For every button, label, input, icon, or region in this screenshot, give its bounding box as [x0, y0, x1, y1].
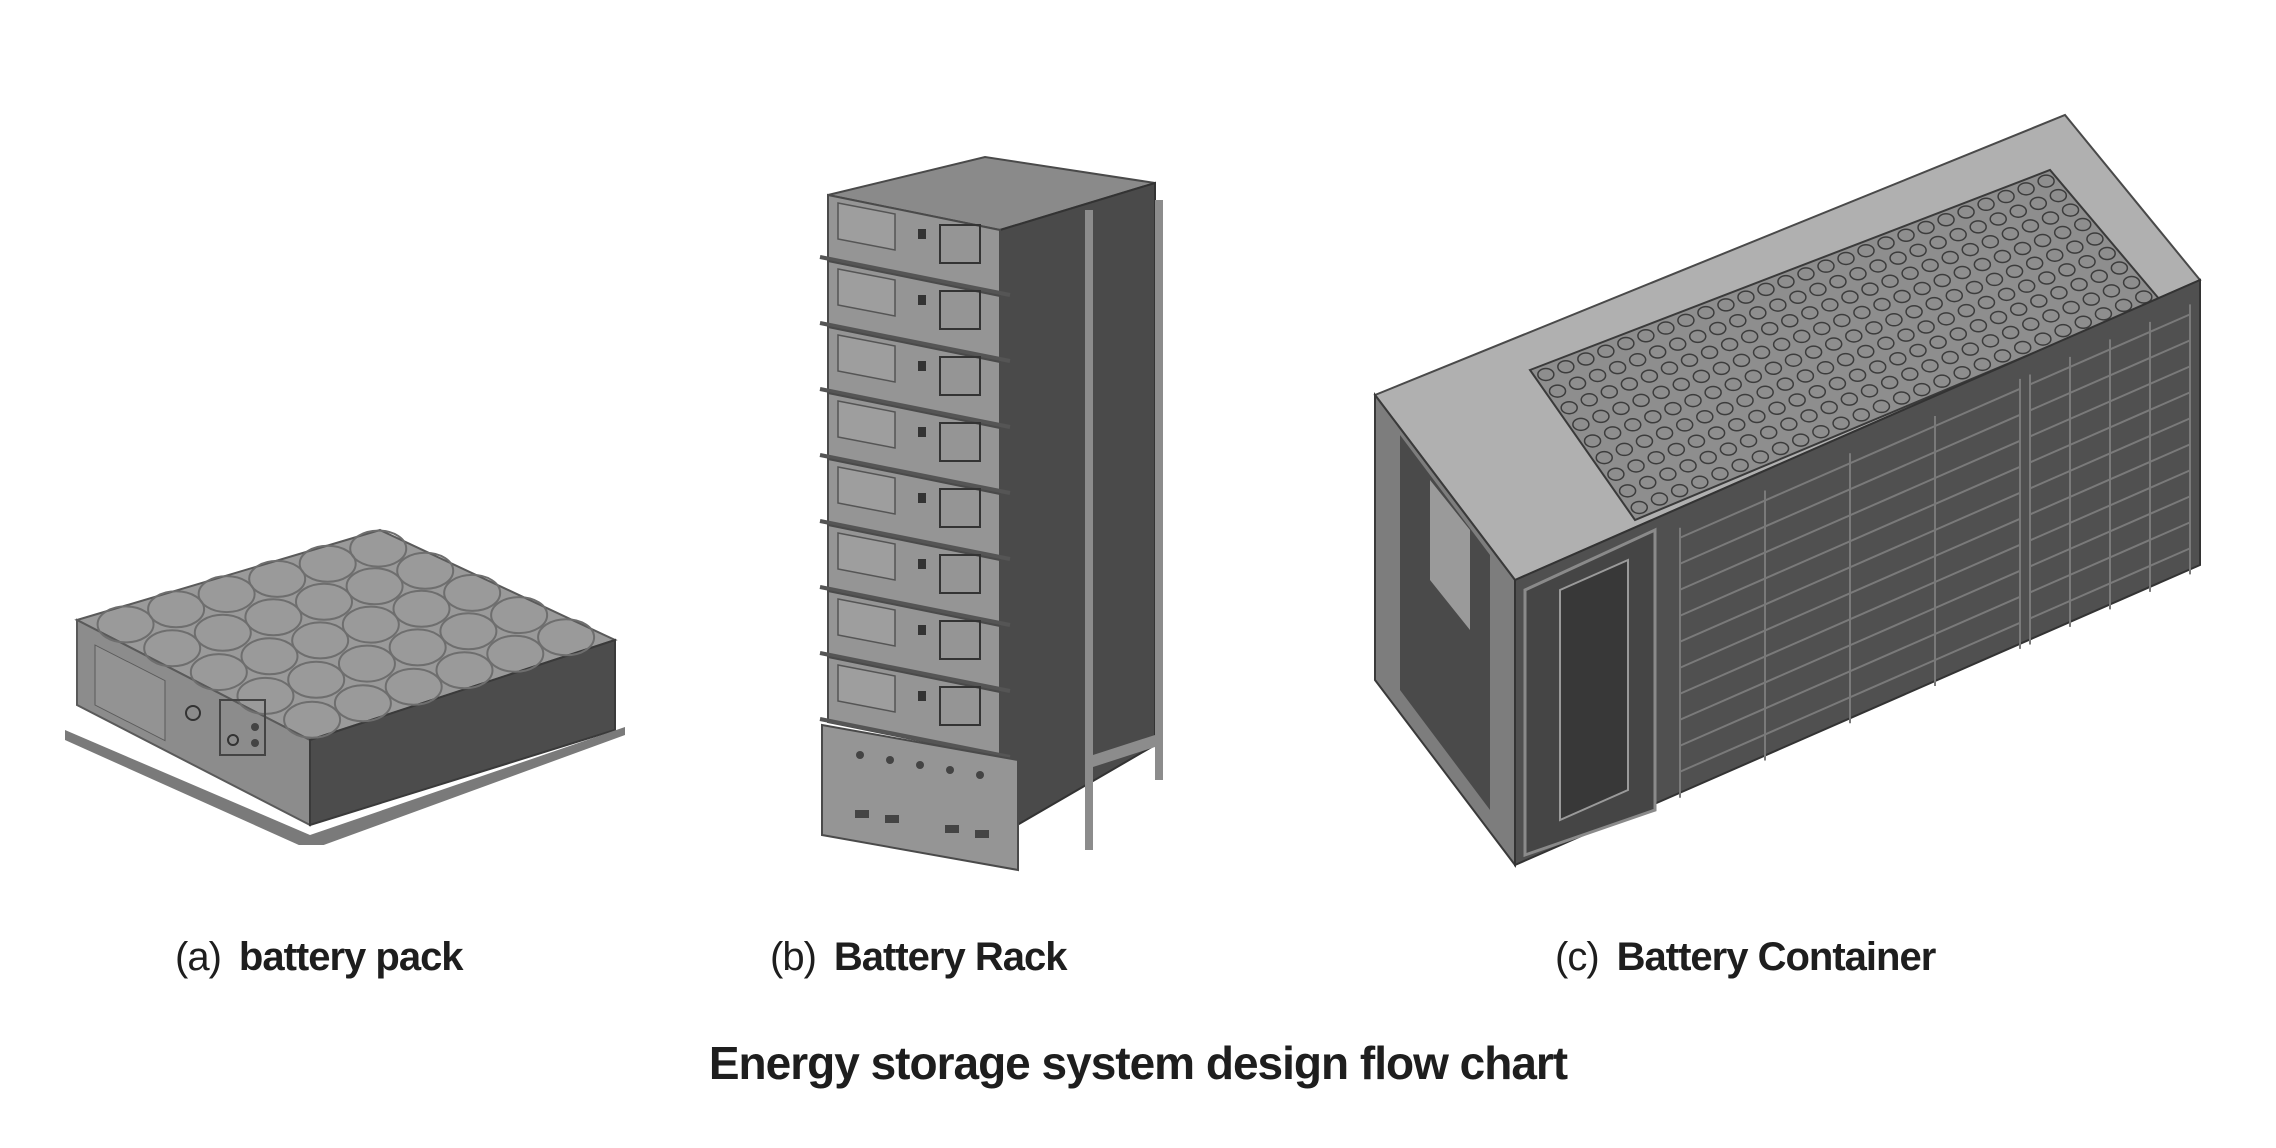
module-display: [837, 532, 896, 581]
battery-cell: [248, 559, 307, 598]
battery-cell: [341, 605, 400, 644]
rack-module: [819, 457, 1011, 561]
caption-tag: (a): [175, 935, 222, 979]
module-ports: [939, 620, 981, 660]
module-display: [837, 598, 896, 647]
battery-cell: [147, 590, 206, 629]
battery-cell: [240, 637, 299, 676]
battery-container-illustration: [1360, 110, 2220, 880]
battery-cell: [193, 613, 252, 652]
module-display: [837, 664, 896, 713]
battery-cell: [443, 573, 502, 612]
rack-module: [819, 193, 1011, 297]
battery-cell: [349, 529, 408, 568]
module-ports: [939, 422, 981, 462]
battery-cell: [490, 596, 549, 635]
battery-cell: [96, 605, 155, 644]
battery-cell: [244, 598, 303, 637]
battery-cell: [388, 628, 447, 667]
caption-label: Battery Rack: [833, 935, 1068, 979]
battery-cell: [439, 612, 498, 651]
module-ports: [939, 488, 981, 528]
battery-cell: [333, 684, 392, 723]
caption-battery-pack: (a) battery pack: [175, 935, 464, 980]
battery-cell: [287, 660, 346, 699]
battery-cell: [197, 575, 256, 614]
battery-pack-illustration: [55, 525, 625, 845]
module-switch: [918, 229, 926, 239]
battery-rack-illustration: [800, 155, 1180, 885]
module-display: [837, 334, 896, 383]
battery-cell: [337, 644, 396, 683]
battery-cell: [291, 621, 350, 660]
module-ports: [939, 554, 981, 594]
caption-label: battery pack: [238, 935, 464, 979]
caption-battery-container: (c) Battery Container: [1555, 935, 1937, 980]
battery-cell: [143, 629, 202, 668]
caption-tag: (b): [770, 935, 817, 979]
rack-module: [819, 589, 1011, 693]
module-switch: [918, 295, 926, 305]
battery-cell: [189, 653, 248, 692]
module-display: [837, 466, 896, 515]
module-ports: [939, 290, 981, 330]
module-switch: [918, 493, 926, 503]
module-switch: [918, 625, 926, 635]
battery-cell: [384, 667, 443, 706]
battery-cell: [486, 634, 545, 673]
module-switch: [918, 361, 926, 371]
module-display: [837, 400, 896, 449]
module-switch: [918, 559, 926, 569]
module-display: [837, 268, 896, 317]
module-ports: [939, 686, 981, 726]
caption-label: Battery Container: [1616, 935, 1937, 979]
figure-title: Energy storage system design flow chart: [708, 1037, 1568, 1089]
battery-cell: [392, 589, 451, 628]
battery-cell: [537, 618, 596, 657]
battery-cell: [396, 551, 455, 590]
battery-cell: [345, 567, 404, 606]
module-switch: [918, 691, 926, 701]
rack-module: [819, 391, 1011, 495]
rack-module: [819, 523, 1011, 627]
module-switch: [918, 427, 926, 437]
module-ports: [939, 356, 981, 396]
rack-module: [819, 325, 1011, 429]
caption-tag: (c): [1555, 935, 1600, 979]
module-ports: [939, 224, 981, 264]
battery-cell: [295, 582, 353, 621]
battery-cell: [435, 651, 494, 690]
module-display: [837, 202, 896, 251]
battery-cell: [298, 544, 357, 583]
battery-cell: [283, 700, 342, 739]
caption-battery-rack: (b) Battery Rack: [770, 935, 1068, 980]
